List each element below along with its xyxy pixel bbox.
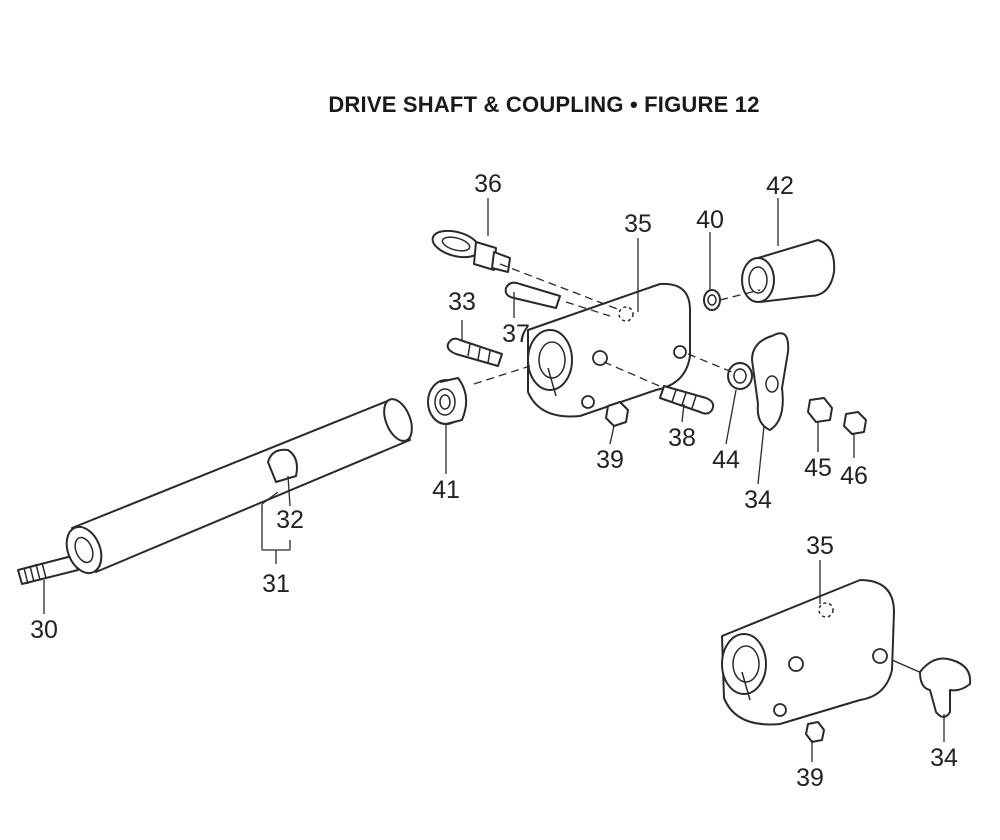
callout-31: 31 (262, 570, 290, 598)
callout-42: 42 (766, 172, 794, 200)
coupling-housing-icon (527, 282, 691, 418)
callout-32: 32 (276, 506, 304, 534)
eye-bolt-icon (431, 229, 511, 273)
callout-34: 34 (744, 486, 772, 514)
callout-34-assembled: 34 (930, 744, 958, 772)
page-title: DRIVE SHAFT & COUPLING • FIGURE 12 (328, 92, 760, 117)
callout-45: 45 (804, 454, 832, 482)
knob-icon (751, 332, 790, 431)
callout-39-assembled: 39 (796, 764, 824, 792)
washer-icon (703, 289, 753, 390)
sleeve-icon (741, 239, 836, 303)
callout-35-assembled: 35 (806, 532, 834, 560)
nut-icon (605, 397, 867, 743)
bearing-icon (427, 377, 468, 425)
callout-35: 35 (624, 210, 652, 238)
set-screw-icon (446, 281, 715, 415)
callout-39: 39 (596, 446, 624, 474)
callout-41: 41 (432, 476, 460, 504)
callout-44: 44 (712, 446, 740, 474)
callout-37: 37 (502, 320, 530, 348)
callout-38: 38 (668, 424, 696, 452)
callout-36: 36 (474, 170, 502, 198)
callout-46: 46 (840, 462, 868, 490)
callout-40: 40 (696, 206, 724, 234)
callout-30: 30 (30, 616, 58, 644)
drive-shaft-icon (17, 398, 413, 585)
coupling-housing-icon (721, 579, 972, 726)
callout-33: 33 (448, 288, 476, 316)
